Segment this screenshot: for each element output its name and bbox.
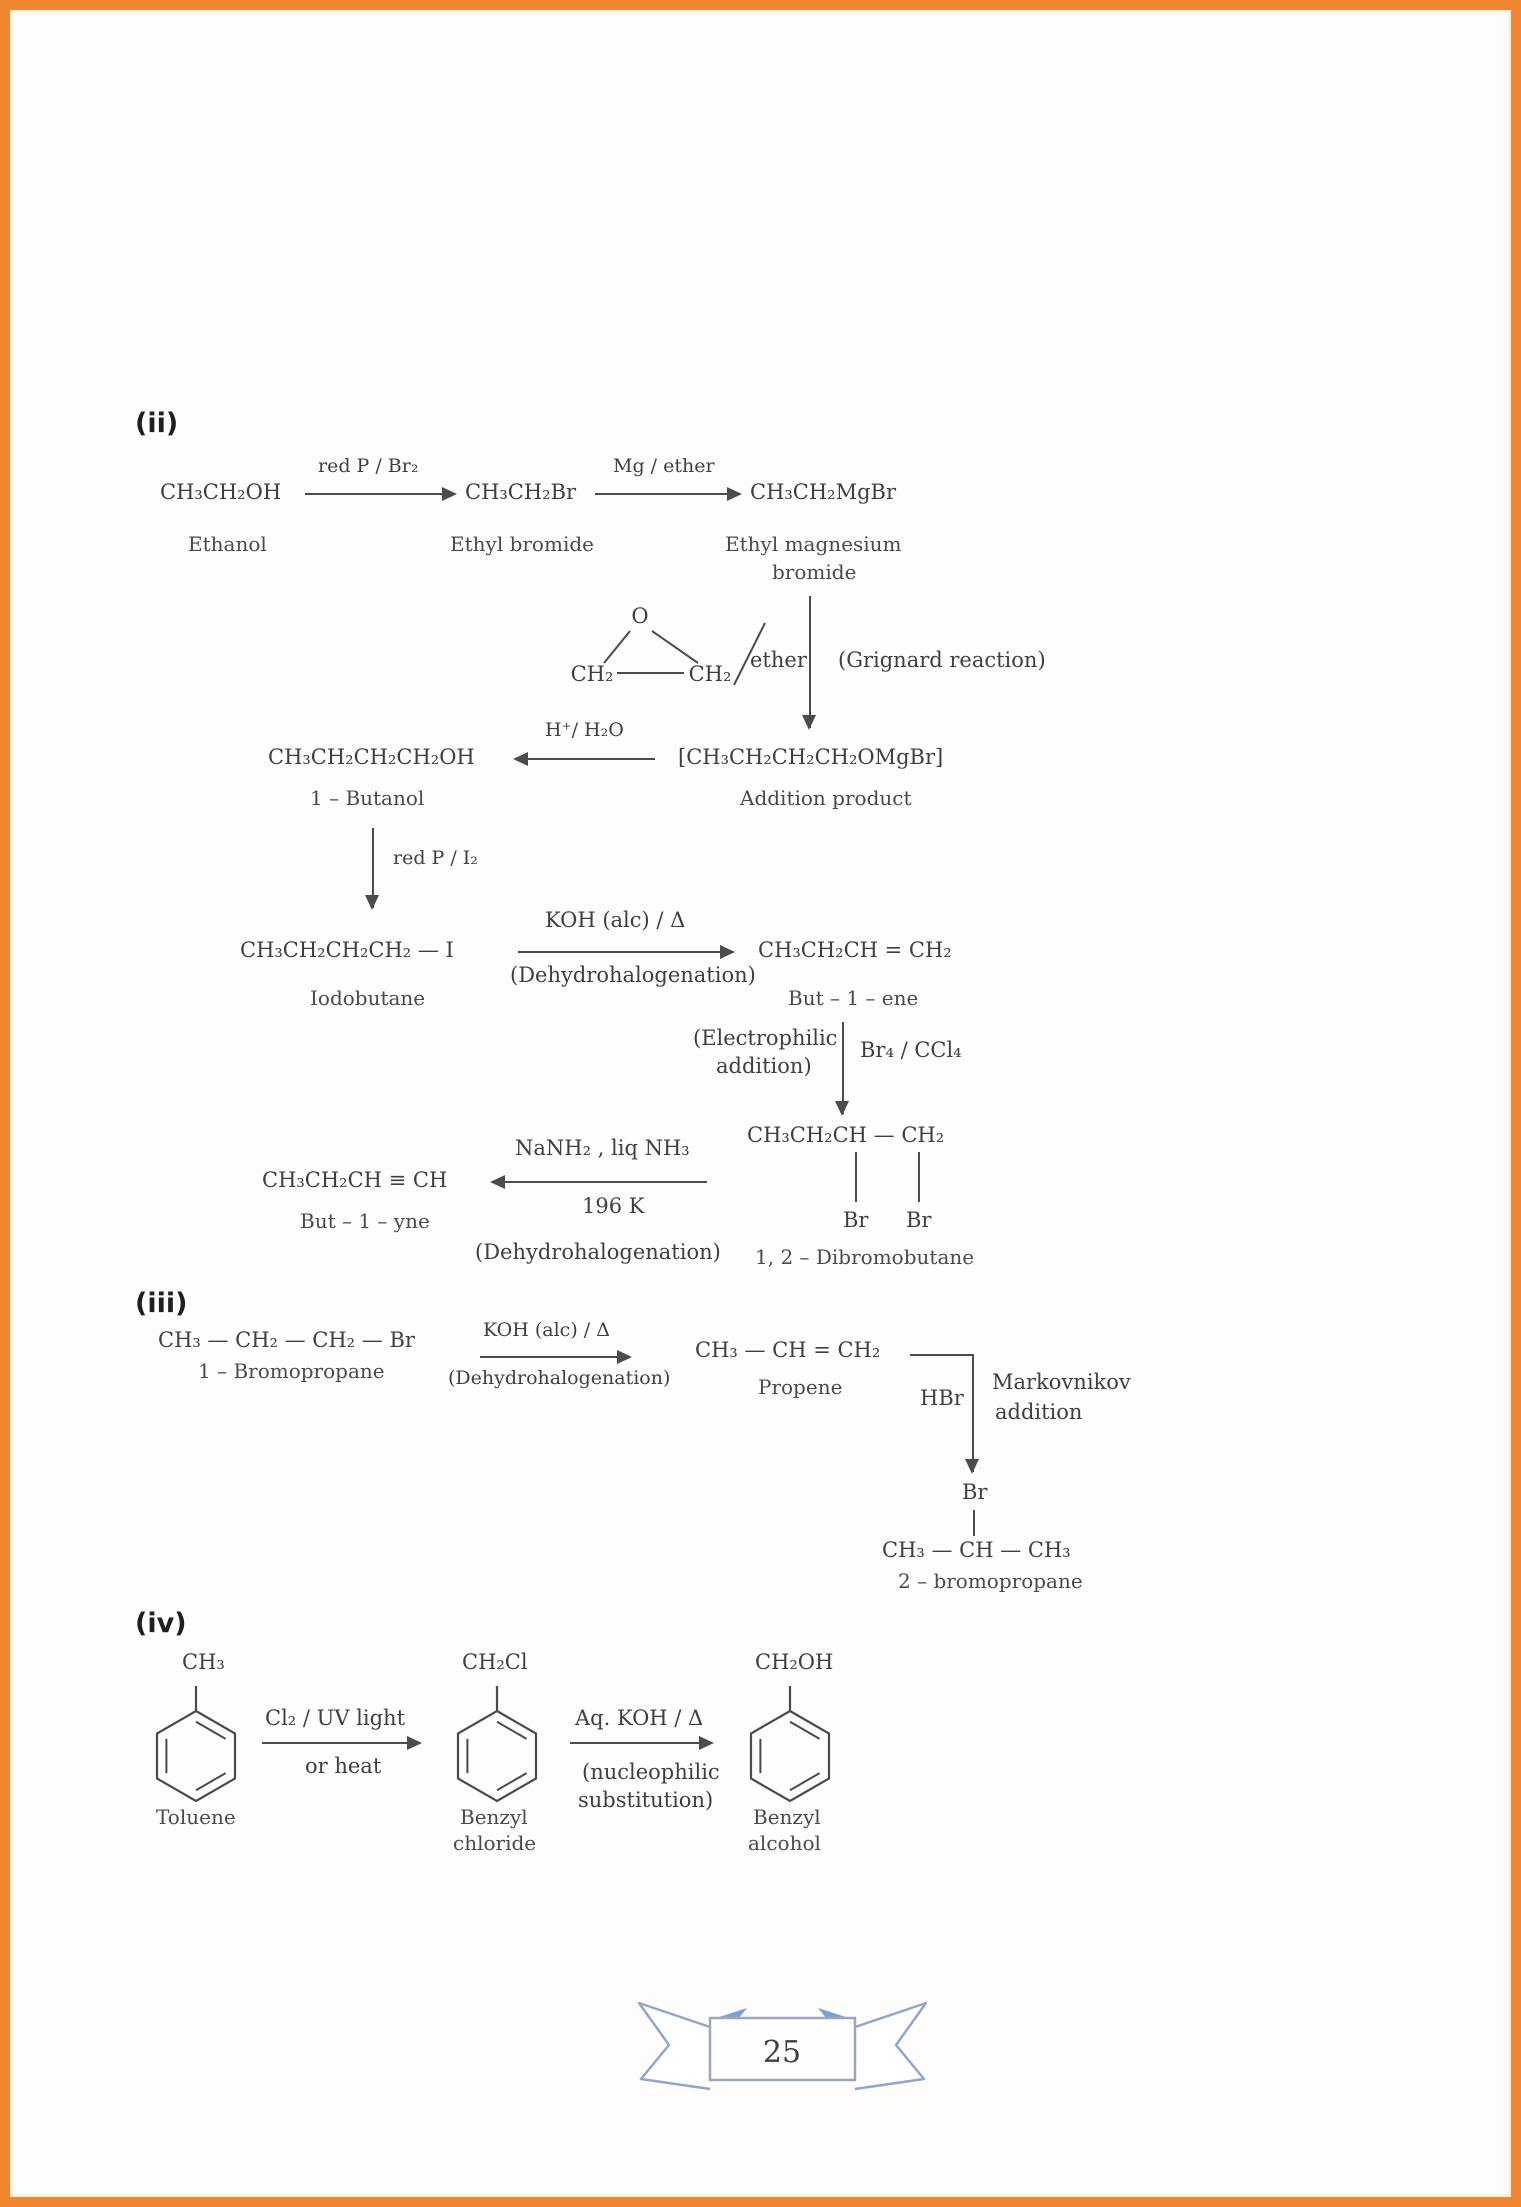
markovnikov-note-line1: Markovnikov: [992, 1370, 1131, 1394]
arrow-label-cl2-uv: Cl₂ / UV light: [265, 1706, 406, 1730]
ethyl-magnesium-bromide-formula: CH₃CH₂MgBr: [750, 480, 897, 504]
ethyl-bromide-name: Ethyl bromide: [450, 532, 594, 556]
propene-name: Propene: [758, 1375, 843, 1399]
arrow-label-red-p-i2: red P / I₂: [393, 847, 478, 869]
butyne-formula: CH₃CH₂CH ≡ CH: [262, 1168, 448, 1192]
electrophilic-note-line1: (Electrophilic: [693, 1026, 838, 1050]
epoxide-oxygen: O: [631, 604, 648, 628]
dibromobutane-formula: CH₃CH₂CH — CH₂: [747, 1123, 945, 1147]
bond-line: [973, 1510, 975, 1536]
bond-line: [651, 630, 699, 664]
arrow-label-red-p-br2: red P / Br₂: [318, 455, 419, 477]
section-ii-label: (ii): [135, 408, 179, 439]
arrow-right-icon: [480, 1350, 632, 1364]
benzene-ring-benzyl-chloride: [456, 1686, 538, 1803]
ethanol-formula: CH₃CH₂OH: [160, 480, 282, 504]
arrow-label-aq-koh: Aq. KOH / Δ: [575, 1706, 704, 1730]
benzyl-chloride-name-line1: Benzyl: [460, 1805, 528, 1829]
epoxide-ch2-left: CH₂: [571, 662, 614, 686]
arrow-label-koh-alc: KOH (alc) / Δ: [545, 908, 686, 932]
ribbon-right-wing: [854, 2001, 928, 2091]
nucleophilic-note-line2: substitution): [578, 1788, 714, 1812]
arrow-down-icon: [365, 828, 379, 910]
br-label: Br: [962, 1480, 988, 1504]
bond-line: [918, 1152, 920, 1202]
dehydrohalogenation-note: (Dehydrohalogenation): [510, 963, 756, 987]
ethanol-name: Ethanol: [188, 532, 267, 556]
bond-line: [910, 1354, 974, 1356]
arrow-down-icon: [965, 1354, 979, 1474]
br-label-right: Br: [906, 1208, 932, 1232]
dehydrohalogenation-note-3: (Dehydrohalogenation): [448, 1367, 671, 1389]
bond-line: [855, 1152, 857, 1202]
ether-label: ether: [750, 648, 807, 672]
benzyl-alcohol-substituent: CH₂OH: [755, 1650, 834, 1674]
bromopropane-name: 1 – Bromopropane: [198, 1359, 385, 1383]
electrophilic-note-line2: addition): [716, 1054, 812, 1078]
benzene-ring-toluene: [155, 1686, 237, 1803]
ethyl-magnesium-name-line2: bromide: [772, 560, 857, 584]
butanol-name: 1 – Butanol: [310, 786, 425, 810]
bromopropane-formula: CH₃ — CH₂ — CH₂ — Br: [158, 1328, 415, 1352]
arrow-right-icon: [570, 1736, 714, 1750]
ribbon-left-wing: [637, 2001, 711, 2091]
toluene-substituent: CH₃: [182, 1650, 225, 1674]
epoxide-ch2-right: CH₂: [689, 662, 732, 686]
arrow-left-icon: [490, 1175, 707, 1189]
arrow-label-h-h2o: H⁺/ H₂O: [545, 719, 624, 741]
arrow-down-icon: [802, 596, 816, 730]
addition-product-formula: [CH₃CH₂CH₂CH₂OMgBr]: [678, 745, 944, 769]
butanol-formula: CH₃CH₂CH₂CH₂OH: [268, 745, 475, 769]
benzyl-chloride-name-line2: chloride: [453, 1831, 537, 1855]
addition-product-name: Addition product: [740, 786, 912, 810]
butene-formula: CH₃CH₂CH = CH₂: [758, 938, 952, 962]
slash-divider: [733, 622, 766, 686]
bond-line: [603, 630, 631, 664]
benzyl-alcohol-name-line1: Benzyl: [753, 1805, 821, 1829]
grignard-reaction-note: (Grignard reaction): [838, 648, 1046, 672]
arrow-right-icon: [305, 487, 457, 501]
section-iv-label: (iv): [135, 1608, 187, 1639]
arrow-right-icon: [595, 487, 742, 501]
arrow-label-koh-alc-2: KOH (alc) / Δ: [483, 1319, 610, 1341]
iodobutane-name: Iodobutane: [310, 986, 426, 1010]
arrow-left-icon: [513, 752, 655, 766]
arrow-right-icon: [518, 945, 735, 959]
butene-name: But – 1 – ene: [788, 986, 919, 1010]
section-iii-label: (iii): [135, 1288, 188, 1319]
page-number-ribbon: 25: [637, 2001, 928, 2091]
arrow-label-196k: 196 K: [582, 1194, 645, 1218]
arrow-label-or-heat: or heat: [305, 1754, 382, 1778]
benzene-ring-benzyl-alcohol: [749, 1686, 831, 1803]
arrow-label-br-ccl4: Br₄ / CCl₄: [860, 1038, 962, 1062]
arrow-label-nanh2: NaNH₂ , liq NH₃: [515, 1136, 690, 1160]
toluene-name: Toluene: [156, 1805, 236, 1829]
benzyl-chloride-substituent: CH₂Cl: [462, 1650, 528, 1674]
ethyl-bromide-formula: CH₃CH₂Br: [465, 480, 577, 504]
page-number: 25: [763, 2035, 801, 2070]
dibromobutane-name: 1, 2 – Dibromobutane: [755, 1245, 975, 1269]
br-label-left: Br: [843, 1208, 869, 1232]
benzyl-alcohol-name-line2: alcohol: [748, 1831, 821, 1855]
dehydrohalogenation-note-2: (Dehydrohalogenation): [475, 1240, 721, 1264]
markovnikov-note-line2: addition: [995, 1400, 1083, 1424]
hbr-label: HBr: [920, 1386, 964, 1410]
nucleophilic-note-line1: (nucleophilic: [582, 1760, 720, 1784]
arrow-label-mg-ether: Mg / ether: [613, 455, 715, 477]
arrow-down-icon: [835, 1022, 849, 1116]
propene-formula: CH₃ — CH = CH₂: [695, 1338, 881, 1362]
ethyl-magnesium-name-line1: Ethyl magnesium: [725, 532, 902, 556]
bromopropane2-name: 2 – bromopropane: [898, 1569, 1083, 1593]
arrow-right-icon: [262, 1736, 422, 1750]
butyne-name: But – 1 – yne: [300, 1209, 430, 1233]
ethylene-oxide-structure: O CH₂ CH₂: [571, 604, 766, 686]
ribbon-panel: [708, 2016, 857, 2082]
bromopropane2-formula: CH₃ — CH — CH₃: [882, 1538, 1071, 1562]
iodobutane-formula: CH₃CH₂CH₂CH₂ — I: [240, 938, 454, 962]
